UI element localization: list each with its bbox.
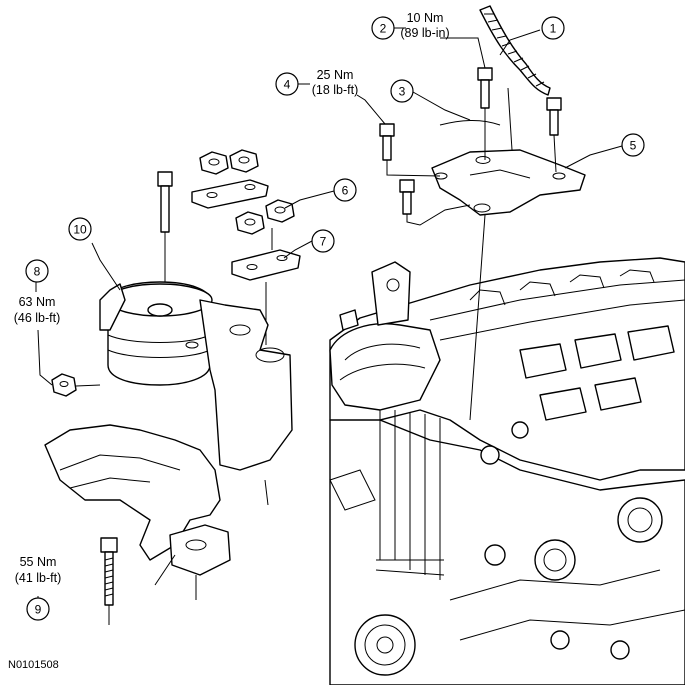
callout-5-number: 5 — [630, 139, 637, 153]
callout-10-number: 10 — [73, 223, 87, 237]
callout-2-number: 2 — [380, 22, 387, 36]
callout-3-number: 3 — [399, 85, 406, 99]
callout-5: 5 — [621, 133, 645, 157]
callout-9-torque-metric: 55 Nm — [20, 555, 57, 569]
callout-6: 6 — [333, 178, 357, 202]
callout-9-torque-imperial: (41 lb-ft) — [15, 571, 62, 585]
wiring-harness — [479, 5, 551, 96]
callout-9: 9 55 Nm (41 lb-ft) — [15, 555, 62, 621]
callout-4-torque-metric: 25 Nm — [317, 68, 354, 82]
callout-2-torque-imperial: (89 lb-in) — [400, 26, 449, 40]
leader-lines — [35, 27, 623, 598]
callout-3: 3 — [390, 79, 414, 103]
callout-10: 10 — [68, 217, 92, 241]
callout-8-torque-imperial: (46 lb-ft) — [14, 311, 61, 325]
mount-hardware — [157, 149, 301, 345]
engine-mount — [44, 281, 293, 625]
callout-4-torque-imperial: (18 lb-ft) — [312, 83, 359, 97]
callout-1-number: 1 — [550, 22, 557, 36]
figure-id: N0101508 — [8, 659, 59, 671]
ground-bracket — [379, 67, 586, 421]
callout-4-number: 4 — [284, 78, 291, 92]
callout-2: 2 10 Nm (89 lb-in) — [371, 11, 450, 40]
callout-8-number: 8 — [34, 265, 41, 279]
callout-7-number: 7 — [320, 235, 327, 249]
engine-block — [329, 257, 685, 685]
callout-8: 8 63 Nm (46 lb-ft) — [14, 259, 61, 325]
callout-7: 7 — [311, 229, 335, 253]
callout-8-torque-metric: 63 Nm — [19, 295, 56, 309]
callout-6-number: 6 — [342, 184, 349, 198]
callout-4: 4 25 Nm (18 lb-ft) — [275, 68, 359, 97]
callout-1: 1 — [541, 16, 565, 40]
callout-9-number: 9 — [35, 603, 42, 617]
callout-2-torque-metric: 10 Nm — [407, 11, 444, 25]
